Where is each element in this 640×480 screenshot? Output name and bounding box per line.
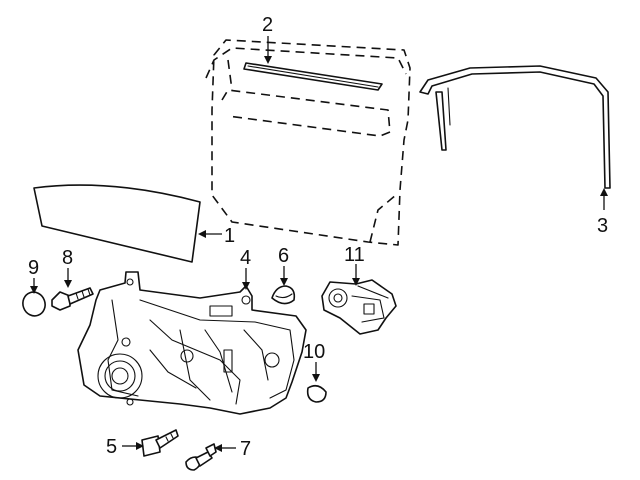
callout-8: 8 xyxy=(62,247,73,269)
plug xyxy=(271,285,296,305)
clip xyxy=(185,443,217,471)
window-regulator xyxy=(77,271,307,415)
door-glass xyxy=(33,184,201,263)
cone-plug xyxy=(306,384,327,403)
round-plug xyxy=(22,291,46,317)
callout-2: 2 xyxy=(262,14,273,36)
callout-10: 10 xyxy=(303,341,325,363)
belt-weatherstrip xyxy=(243,62,383,91)
callout-9: 9 xyxy=(28,257,39,279)
window-motor xyxy=(321,279,397,335)
leader-lines xyxy=(30,36,608,452)
callout-3: 3 xyxy=(597,215,608,237)
callout-5: 5 xyxy=(106,436,117,458)
screw xyxy=(141,429,179,457)
bolt xyxy=(51,287,94,311)
callout-7: 7 xyxy=(240,438,251,460)
glass-run-channel xyxy=(419,65,611,189)
callout-1: 1 xyxy=(224,225,235,247)
callout-6: 6 xyxy=(278,245,289,267)
callout-4: 4 xyxy=(240,247,251,269)
door-shell-outline xyxy=(205,39,411,246)
callout-11: 11 xyxy=(344,244,365,266)
